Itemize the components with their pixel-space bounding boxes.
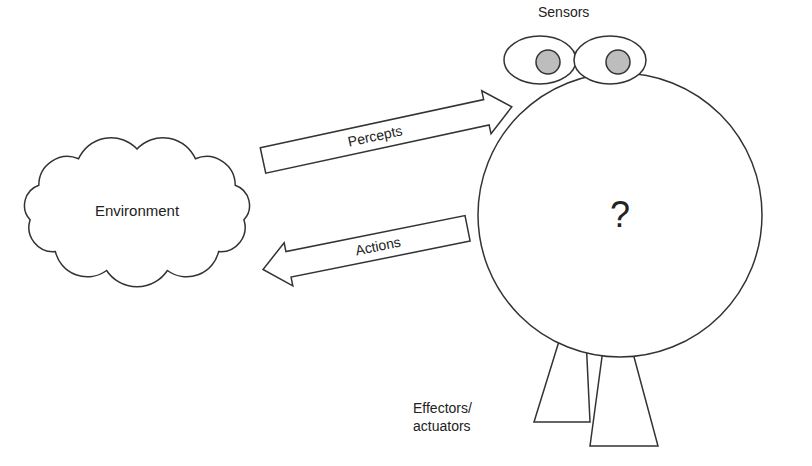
body-outline xyxy=(478,73,762,357)
eye-socket xyxy=(574,36,646,84)
eye-pupil xyxy=(606,50,630,74)
percepts-arrow xyxy=(260,91,512,173)
environment-cloud: Environment xyxy=(12,132,262,290)
sensors-label: Sensors xyxy=(538,4,589,22)
cloud-outline xyxy=(25,138,250,287)
node-title: Environment xyxy=(95,202,179,220)
effectors-label: Effectors/ actuators xyxy=(413,400,508,435)
agent-body: ? xyxy=(477,72,763,358)
eye-socket xyxy=(504,36,576,84)
eye-pupil xyxy=(536,50,560,74)
node-symbol: ? xyxy=(610,193,630,236)
actions-arrow xyxy=(263,216,470,286)
